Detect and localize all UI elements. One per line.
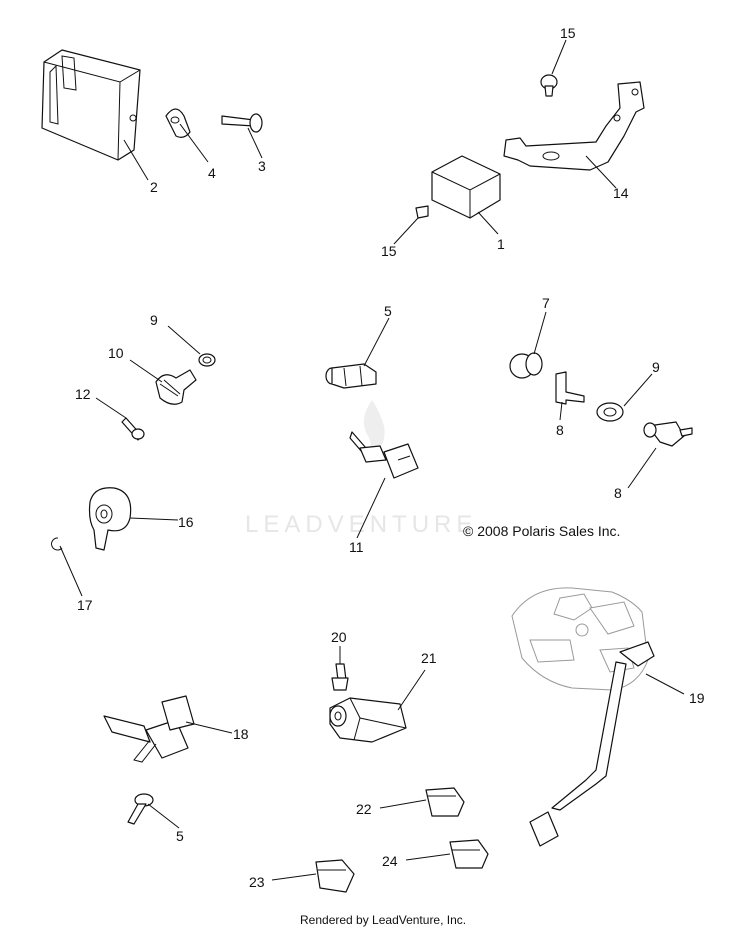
callout-8-tab: 8 bbox=[556, 422, 564, 438]
part-15-bolt-top bbox=[540, 74, 558, 97]
watermark-text: LEADVENTURE bbox=[245, 511, 477, 538]
callout-22: 22 bbox=[356, 801, 372, 817]
callout-18: 18 bbox=[233, 726, 249, 742]
part-2-ecu-module bbox=[41, 49, 141, 161]
part-19-engine-outline bbox=[511, 587, 649, 691]
part-7-cap bbox=[509, 352, 543, 379]
callout-12: 11 bbox=[349, 539, 364, 555]
callout-1: 1 bbox=[497, 236, 505, 252]
part-11-sensor bbox=[155, 369, 197, 405]
part-14-bracket bbox=[503, 81, 645, 171]
part-23-switch bbox=[315, 859, 355, 893]
part-1-relay bbox=[431, 155, 501, 219]
callout-24: 24 bbox=[382, 853, 398, 869]
callout-8-switch: 8 bbox=[614, 485, 622, 501]
part-5-bolt bbox=[127, 793, 154, 825]
part-21-map-sensor bbox=[329, 697, 407, 743]
callout-19: 19 bbox=[689, 690, 705, 706]
callout-16: 16 bbox=[178, 514, 194, 530]
part-10-o-ring bbox=[198, 353, 216, 367]
part-18-sensor bbox=[103, 695, 195, 763]
callout-17: 17 bbox=[77, 597, 93, 613]
part-13-bolt bbox=[121, 417, 145, 441]
callout-9: 9 bbox=[652, 359, 660, 375]
callout-15-top: 15 bbox=[560, 25, 576, 41]
part-15-bolt-bottom bbox=[415, 205, 429, 219]
callout-6: 5 bbox=[384, 303, 392, 319]
part-8-tab bbox=[555, 371, 585, 405]
callout-3: 3 bbox=[258, 158, 266, 174]
callout-10: 9 bbox=[150, 312, 158, 328]
part-3-screw bbox=[221, 113, 263, 133]
callout-5: 5 bbox=[176, 828, 184, 844]
callout-13: 12 bbox=[75, 386, 91, 402]
callout-2: 2 bbox=[150, 179, 158, 195]
part-17-circlip bbox=[51, 537, 63, 551]
part-12-temp-sensor bbox=[349, 431, 419, 479]
callout-23: 23 bbox=[249, 874, 265, 890]
callout-11: 10 bbox=[108, 345, 124, 361]
leader-lines bbox=[59, 39, 685, 881]
leadventure-watermark: LEADVENTURE bbox=[245, 400, 477, 538]
callout-4: 4 bbox=[208, 165, 216, 181]
part-19-harness bbox=[529, 641, 655, 847]
rendered-by-footer: Rendered by LeadVenture, Inc. bbox=[300, 913, 466, 927]
part-24-switch bbox=[449, 839, 489, 869]
callout-7: 7 bbox=[542, 295, 550, 311]
part-16-knock-sensor bbox=[88, 487, 132, 551]
callout-14: 14 bbox=[613, 185, 629, 201]
part-9-grommet bbox=[596, 402, 624, 422]
callout-15-bottom: 15 bbox=[381, 243, 397, 259]
copyright-notice: © 2008 Polaris Sales Inc. bbox=[463, 523, 620, 539]
callout-numbers: 2 4 3 15 14 1 15 9 10 12 5 11 7 8 9 8 16… bbox=[75, 25, 705, 890]
part-8-switch bbox=[643, 421, 693, 447]
part-6-plug bbox=[325, 363, 377, 389]
part-20-bolt bbox=[331, 663, 349, 691]
part-22-switch bbox=[425, 787, 465, 817]
callout-20: 20 bbox=[331, 629, 347, 645]
callout-21: 21 bbox=[421, 650, 437, 666]
